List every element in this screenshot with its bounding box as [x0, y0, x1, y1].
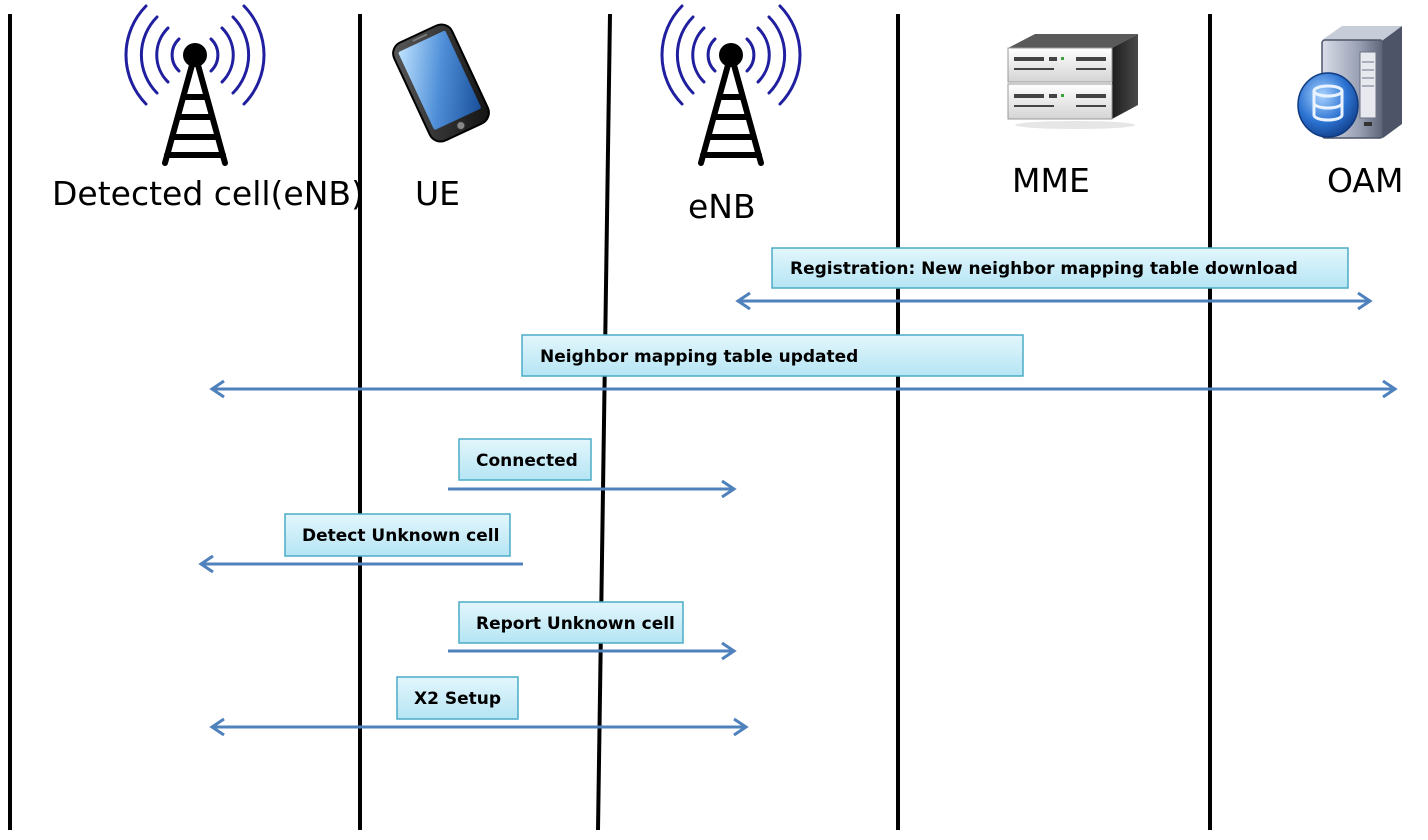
cell-tower-icon — [124, 4, 266, 166]
entity-label-mme: MME — [1012, 161, 1090, 200]
entity-label-ue: UE — [415, 174, 460, 213]
arrow-head-left-icon — [198, 554, 214, 574]
arrow-head-left-icon — [209, 379, 225, 399]
server-rack-icon — [1007, 34, 1138, 129]
entity-label-enb: eNB — [688, 187, 756, 226]
arrow-head-left-icon — [209, 717, 225, 737]
message-box — [396, 676, 519, 720]
message-registration: Registration: New neighbor mapping table… — [735, 247, 1373, 311]
message-label: Registration: New neighbor mapping table… — [790, 259, 1298, 279]
message-detect-unknown-cell: Detect Unknown cell — [198, 513, 523, 574]
message-x2-setup: X2 Setup — [209, 676, 749, 737]
message-box — [458, 438, 592, 481]
entity-label-oam: OAM — [1327, 161, 1403, 200]
message-neighbor-table-updated: Neighbor mapping table updated — [209, 334, 1398, 399]
message-label: Detect Unknown cell — [302, 526, 499, 546]
message-box — [284, 513, 511, 557]
cell-tower-icon — [660, 4, 802, 166]
message-box — [771, 247, 1349, 289]
message-box — [458, 601, 684, 644]
message-label: X2 Setup — [414, 689, 501, 709]
message-connected: Connected — [448, 438, 737, 499]
lifelines — [8, 13, 1212, 831]
entity-label-detected-cell: Detected cell(eNB) — [52, 174, 364, 213]
database-server-icon — [1297, 26, 1402, 139]
message-label: Connected — [476, 451, 578, 471]
arrow-head-left-icon — [735, 291, 751, 311]
message-report-unknown-cell: Report Unknown cell — [448, 601, 737, 661]
arrow-head-right-icon — [1357, 291, 1373, 311]
message-label: Neighbor mapping table updated — [540, 347, 858, 367]
messages: Registration: New neighbor mapping table… — [198, 247, 1398, 737]
arrow-head-right-icon — [1382, 379, 1398, 399]
arrow-head-right-icon — [721, 641, 737, 661]
arrow-head-right-icon — [733, 717, 749, 737]
arrow-head-right-icon — [721, 479, 737, 499]
message-box — [521, 334, 1024, 377]
lifeline-enb — [596, 13, 612, 831]
smartphone-icon — [392, 23, 490, 143]
message-label: Report Unknown cell — [476, 614, 675, 634]
